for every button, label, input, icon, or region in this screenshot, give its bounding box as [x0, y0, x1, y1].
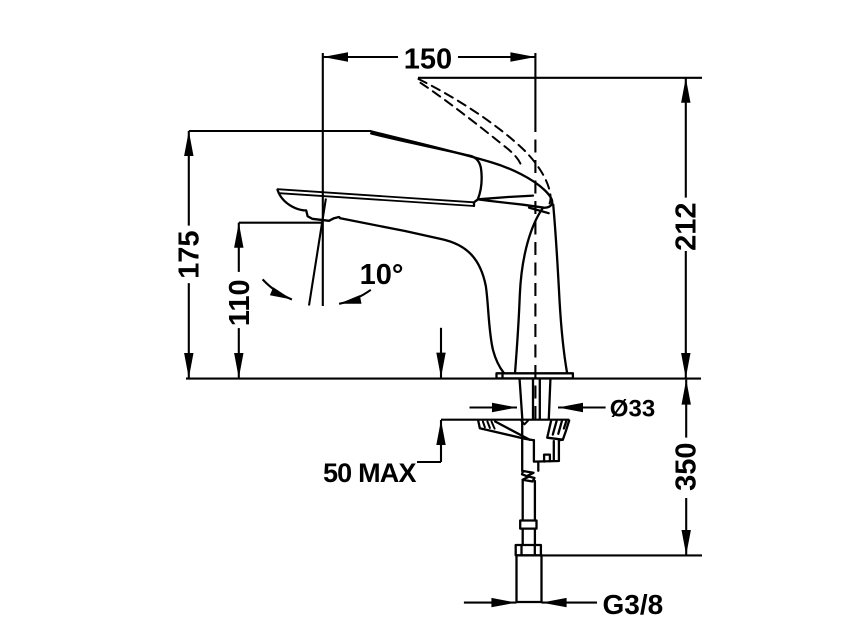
svg-text:350: 350	[671, 443, 703, 491]
svg-text:10°: 10°	[360, 259, 404, 291]
svg-text:175: 175	[174, 231, 206, 279]
svg-text:212: 212	[671, 203, 703, 251]
svg-text:50 MAX: 50 MAX	[323, 458, 417, 488]
svg-text:Ø33: Ø33	[610, 396, 655, 423]
svg-text:150: 150	[404, 44, 452, 76]
svg-text:110: 110	[224, 279, 256, 326]
svg-text:G3/8: G3/8	[603, 589, 664, 620]
